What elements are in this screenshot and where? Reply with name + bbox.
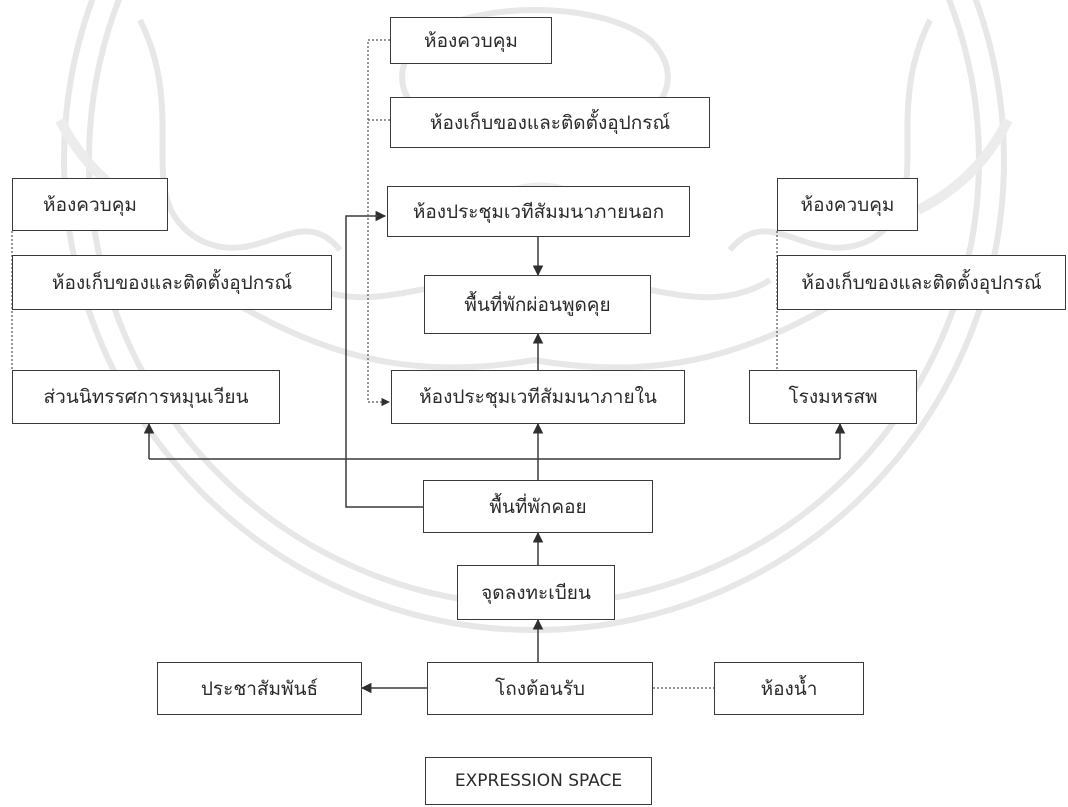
node-top-storage: ห้องเก็บของและติดตั้งอุปกรณ์ [390, 97, 710, 148]
node-pr: ประชาสัมพันธ์ [157, 662, 362, 715]
node-left-control: ห้องควบคุม [12, 178, 168, 231]
link-waiting-outer [345, 210, 423, 508]
diagram-footer-label: EXPRESSION SPACE [425, 757, 652, 805]
node-restroom: ห้องน้ำ [714, 662, 864, 715]
node-theater: โรงมหรสพ [749, 370, 917, 424]
node-left-storage: ห้องเก็บของและติดตั้งอุปกรณ์ [12, 255, 332, 310]
node-waiting: พื้นที่พักคอย [423, 480, 653, 533]
link-top-spine [367, 39, 390, 402]
node-top-control: ห้องควบคุม [390, 17, 552, 64]
node-inner-seminar: ห้องประชุมเวทีสัมมนาภายใน [391, 370, 685, 424]
node-lobby: โถงต้อนรับ [427, 662, 653, 715]
node-outer-seminar: ห้องประชุมเวทีสัมมนาภายนอก [387, 186, 690, 237]
node-right-storage: ห้องเก็บของและติดตั้งอุปกรณ์ [777, 255, 1066, 310]
node-right-control: ห้องควบคุม [777, 178, 918, 231]
node-left-exhibition: ส่วนนิทรรศการหมุนเวียน [12, 370, 280, 424]
node-lounge: พื้นที่พักผ่อนพูดคุย [424, 275, 651, 334]
node-registration: จุดลงทะเบียน [457, 565, 615, 620]
